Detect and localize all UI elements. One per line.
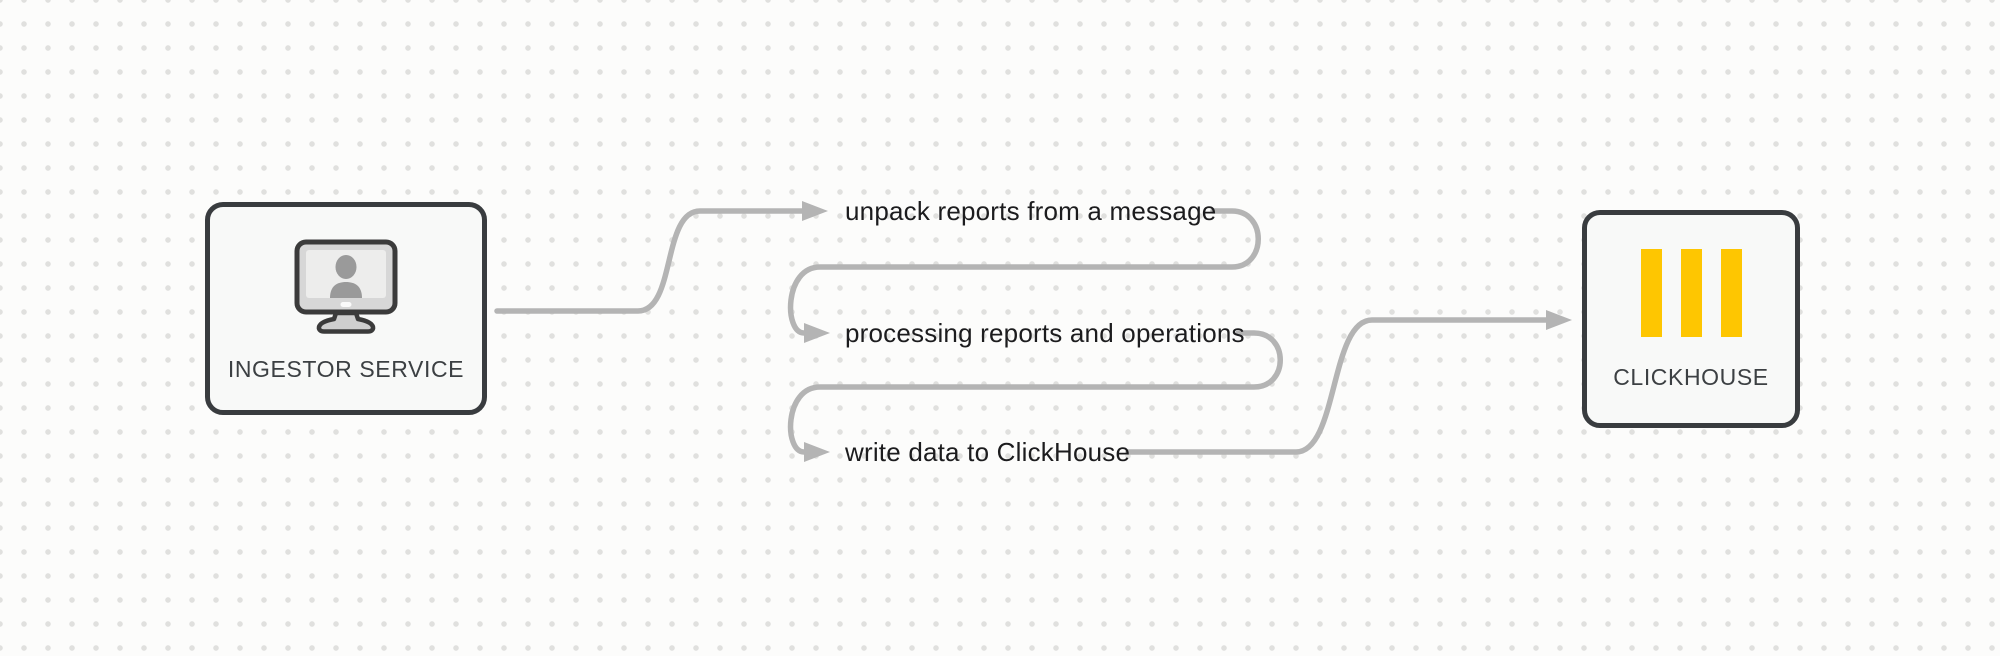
clickhouse-logo-icon: [1640, 249, 1742, 337]
step-label-write: write data to ClickHouse: [845, 437, 1131, 467]
clickhouse-bar: [1640, 249, 1662, 337]
edge-step2-to-step3: [787, 330, 1283, 462]
step-label-processing: processing reports and operations: [845, 318, 1245, 348]
node-ingestor-service: INGESTOR SERVICE: [205, 202, 487, 415]
user-workstation-icon: [290, 239, 402, 340]
edge-step1-to-step2: [787, 208, 1261, 343]
node-clickhouse: CLICKHOUSE: [1582, 210, 1800, 428]
clickhouse-label: CLICKHOUSE: [1613, 364, 1769, 390]
edge-step3-to-clickhouse: [1125, 310, 1572, 455]
edge-ingestor-to-step1: [494, 201, 828, 314]
clickhouse-bar: [1680, 249, 1702, 337]
clickhouse-bar: [1720, 249, 1742, 337]
ingestor-service-label: INGESTOR SERVICE: [227, 356, 465, 382]
step-label-unpack: unpack reports from a message: [845, 196, 1217, 226]
